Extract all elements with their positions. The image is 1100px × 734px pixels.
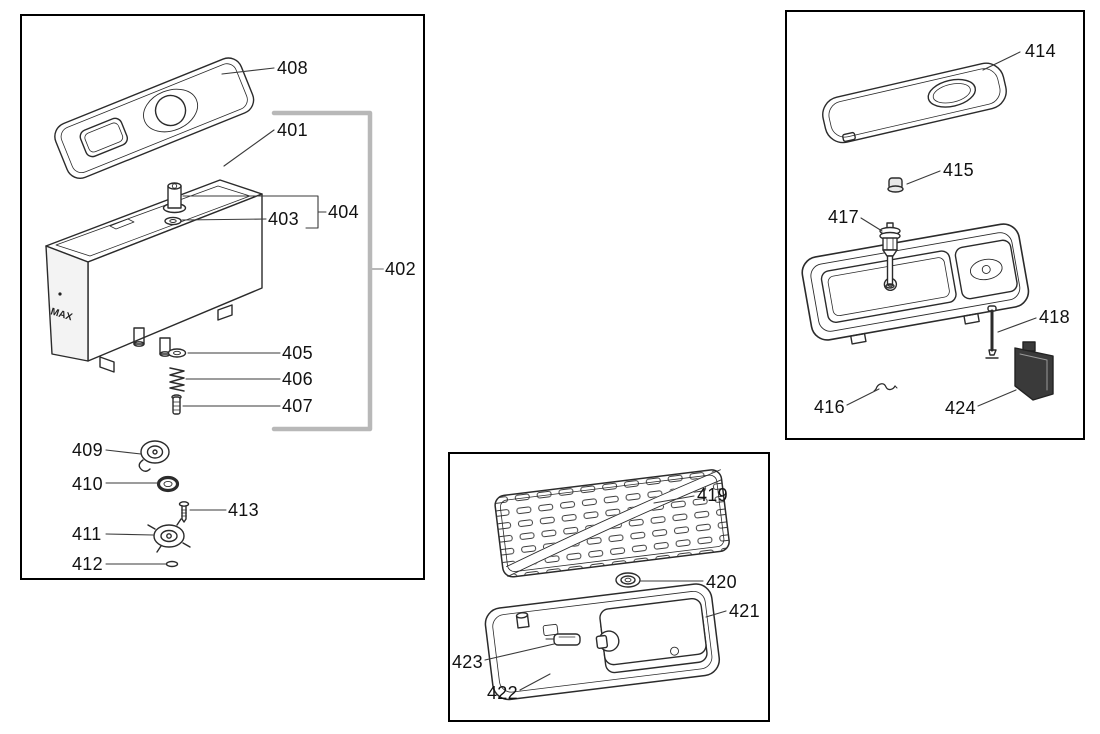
tank-lid-drawing [54,57,255,180]
base-body-drawing [801,223,1030,345]
callout-420: 420 [706,572,737,592]
float-box-drawing [595,597,708,674]
callout-402: 402 [385,259,416,279]
group-bracket-404 [182,195,327,229]
panel-drip-base-assembly: 414 415 417 418 416 424 [785,10,1085,440]
leader-lines [484,495,727,691]
callout-418: 418 [1039,307,1070,327]
callout-407: 407 [282,396,313,416]
callout-413: 413 [228,500,259,520]
callout-410: 410 [72,474,103,494]
callout-423: 423 [452,652,483,672]
washer-drawing [167,348,187,358]
bracket-plate-drawing [1014,341,1054,401]
callout-404: 404 [328,202,359,222]
leader-lines [846,51,1037,407]
filler-neck-drawing [162,182,187,214]
needle-valve-drawing [879,222,901,289]
callout-401: 401 [277,120,308,140]
pin-drawing [171,394,182,415]
callout-411: 411 [72,524,102,544]
spring-clip-drawing [873,383,898,392]
callout-409: 409 [72,440,103,460]
callout-417: 417 [828,207,859,227]
callout-421: 421 [729,601,760,621]
drip-tray-drawing [484,469,730,701]
base-cover-drawing [822,62,1007,144]
callout-415: 415 [943,160,974,180]
neck-seal-drawing [164,216,182,226]
grommet-drawing [615,572,641,588]
callout-412: 412 [72,554,103,574]
callout-422: 422 [487,683,518,703]
callout-406: 406 [282,369,313,389]
callout-405: 405 [282,343,313,363]
hinge-pin-drawing [985,305,999,359]
panel-drip-tray-assembly: 419 420 421 423 422 [448,452,770,722]
leader-lines [105,67,281,565]
spring-drawing [169,367,185,392]
grate-drawing [494,469,730,578]
o-ring-drawing [165,560,179,568]
valve-body-drawing [147,518,191,553]
latch-drawing [545,633,581,646]
callout-414: 414 [1025,41,1056,61]
water-tank-body-drawing: MAX [45,179,263,373]
callout-403: 403 [268,209,299,229]
valve-cap-drawing [138,440,170,472]
callout-416: 416 [814,397,845,417]
seal-ring-drawing [156,475,180,493]
callout-424: 424 [945,398,976,418]
bushing-cap-drawing [887,177,904,193]
callout-419: 419 [697,485,728,505]
drip-base-drawing [801,51,1054,407]
panel-water-tank-assembly: MAX [20,14,425,580]
callout-408: 408 [277,58,308,78]
screw-drawing [178,501,190,523]
water-tank-drawing: MAX [45,57,384,568]
group-bracket-402 [271,110,384,432]
